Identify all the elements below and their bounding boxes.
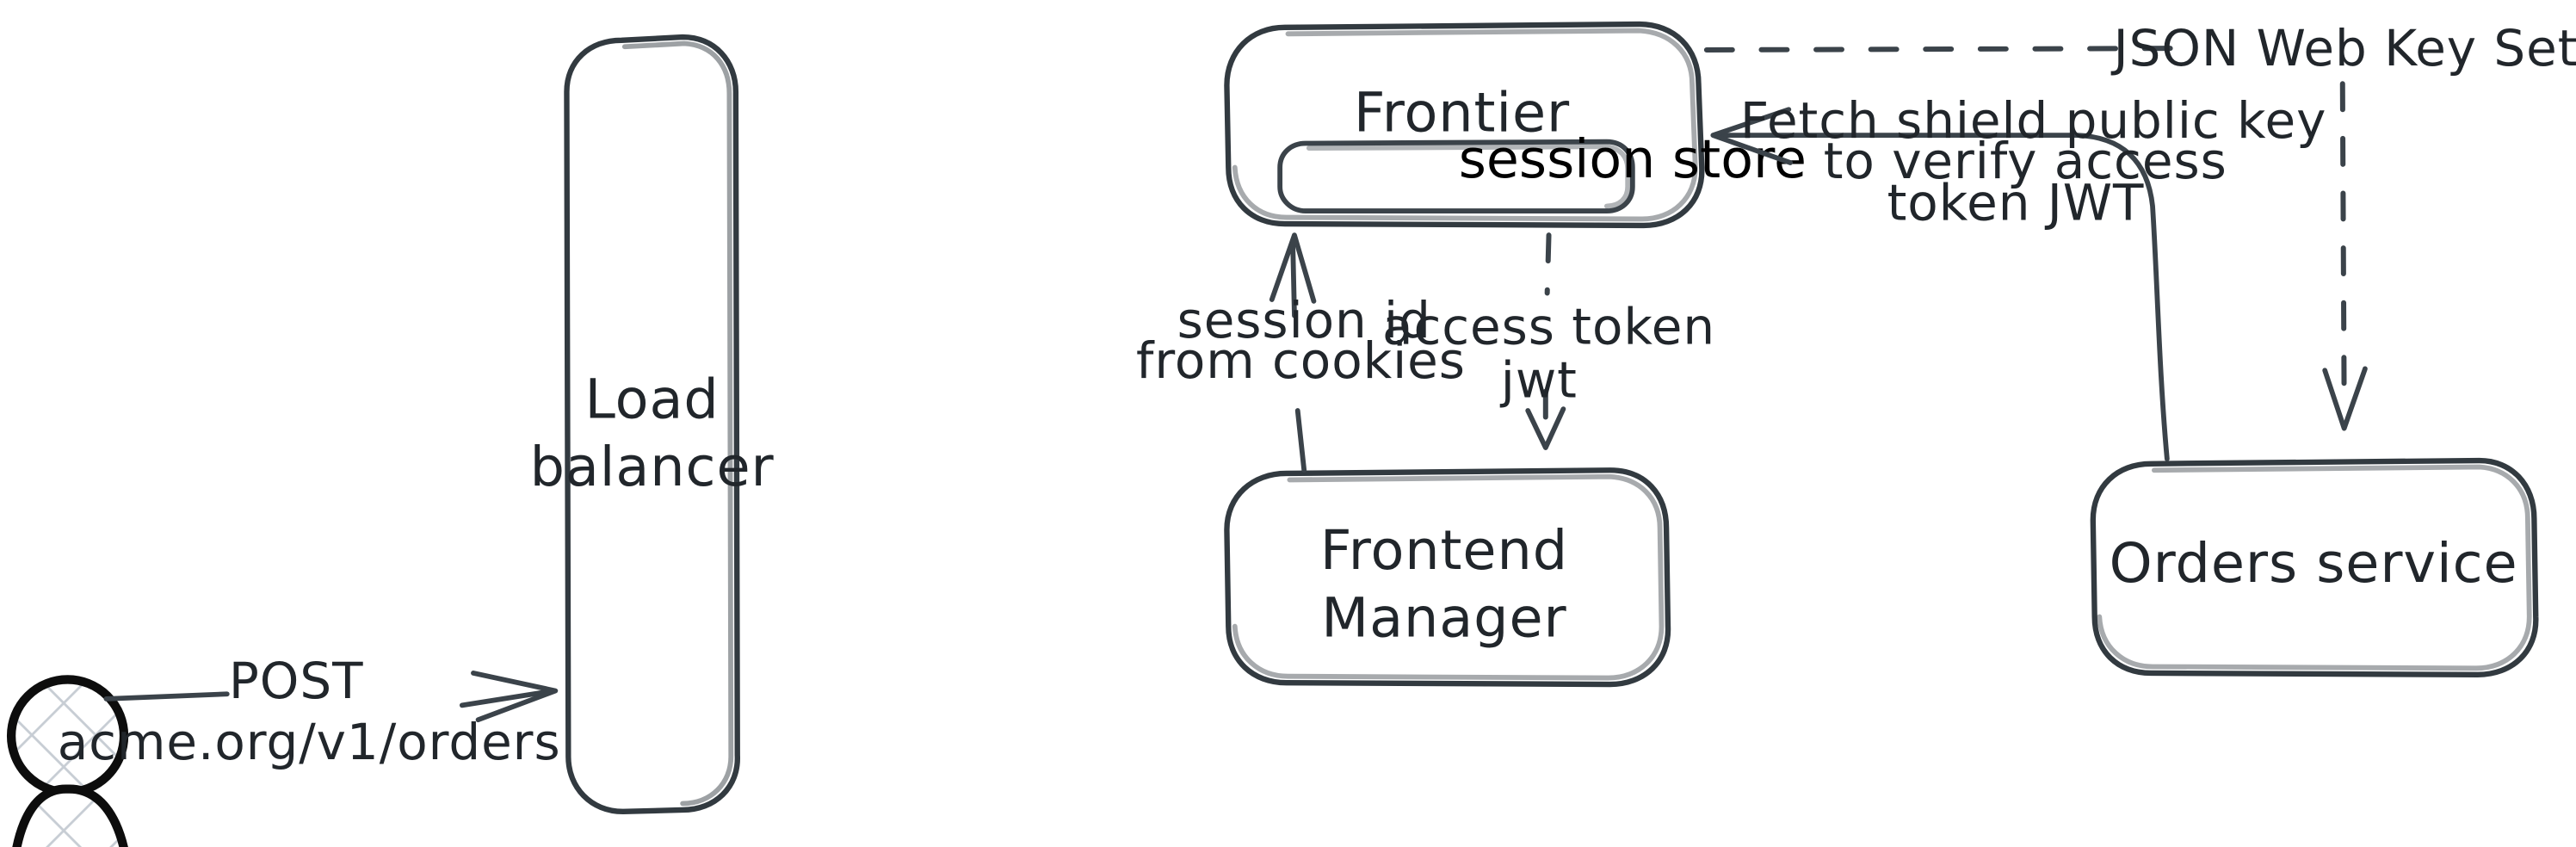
edge-frontier-to-fm-label-line1: access token [1382,298,1715,356]
node-user[interactable]: User [6,675,133,847]
node-frontier-label: Frontier [1354,80,1570,144]
node-load-balancer-label-line2: balancer [530,435,775,498]
node-frontend-manager-label-line1: Frontend [1320,518,1568,582]
node-load-balancer[interactable]: Load balancer [530,34,775,815]
edge-orders-to-frontier-label-line1: Fetch shield public key [1740,91,2326,150]
edge-fm-to-frontier-label-line1: session id [1177,291,1431,349]
edge-user-to-lb-label-line2: acme.org/v1/orders [58,713,561,771]
node-session-store-label: session store [1459,128,1807,190]
edge-fm-to-frontier-label-line2: from cookies [1136,331,1466,390]
node-frontend-manager[interactable]: Frontend Manager [1224,467,1671,688]
edge-jwks-to-orders-label: JSON Web Key Set [2111,19,2576,77]
person-icon [6,675,129,847]
edge-orders-to-frontier-label-line2: to verify access [1824,132,2227,190]
edge-jwks-to-orders[interactable]: JSON Web Key Set [1703,19,2576,431]
node-frontend-manager-label-line2: Manager [1321,586,1566,650]
edge-fm-to-frontier[interactable]: session id from cookies [1136,232,1466,473]
edge-orders-to-frontier-label-line3: token JWT [1887,174,2145,232]
edge-frontier-to-fm[interactable]: access token jwt [1382,232,1715,450]
node-session-store[interactable]: session store [1277,128,1807,213]
node-frontier[interactable]: Frontier session store [1224,21,1807,229]
node-orders-service[interactable]: Orders service [2090,457,2539,677]
edge-user-to-lb[interactable]: POST acme.org/v1/orders [58,652,561,771]
node-load-balancer-label-line1: Load [584,367,719,430]
edge-user-to-lb-label-line1: POST [229,652,364,710]
edge-frontier-to-fm-label-line2: jwt [1499,350,1578,409]
edge-orders-to-frontier[interactable]: Fetch shield public key to verify access… [1710,91,2326,462]
node-orders-service-label: Orders service [2110,531,2518,595]
